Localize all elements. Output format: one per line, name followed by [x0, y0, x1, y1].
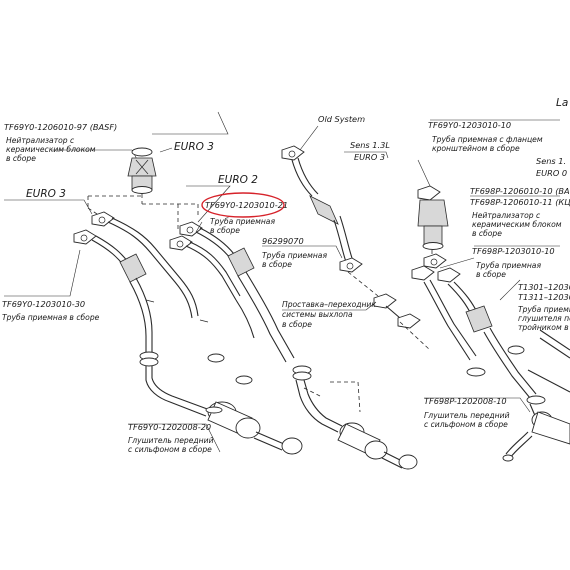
muffler-desc-left-1: Глушитель передний	[128, 436, 214, 445]
t1311-cut-label: T1311–1203010	[518, 292, 570, 302]
pipe-30-code: TF69Y0-1203010-30	[2, 299, 85, 309]
cat-desc-right-1: Нейтрализатор с	[472, 211, 541, 220]
dashed-connectors-left	[87, 194, 199, 230]
pipe-21-desc-2: в сборе	[210, 226, 240, 235]
euro3-sens-label: EURO 3	[354, 152, 385, 162]
pipe-698-assembly	[411, 265, 570, 462]
cat-code-right-2: TF698P-1206010-11 (КЦ	[470, 197, 570, 207]
euro3-top-leader	[159, 147, 173, 153]
pipe-96299070-desc-1: Труба приемная	[262, 251, 327, 260]
euro3-top-label: EURO 3	[174, 141, 214, 153]
pipe-96299070-code: 96299070	[262, 236, 304, 246]
pipe-21-assembly	[169, 221, 418, 470]
cat-code-right-1: TF698P-1206010-10 (BA	[470, 186, 570, 196]
pipe-10-desc-1: Труба приемная с фланцем	[432, 135, 543, 144]
euro0-cut-label: EURO 0	[536, 168, 567, 178]
euro3-left-label: EURO 3	[26, 188, 66, 200]
pipe-96299070-desc-2: в сборе	[262, 260, 292, 269]
left-hangers	[205, 353, 321, 414]
sens-cut-label: Sens 1.	[536, 156, 566, 166]
muffler-code-left: TF69Y0-1202008-20	[128, 422, 211, 432]
pipe-10-desc-2: кронштейном в сборе	[432, 144, 520, 153]
euro2-label: EURO 2	[218, 174, 258, 186]
muffler-desc-left-2: с сильфоном в сборе	[128, 445, 212, 454]
pipe-21-desc-1: Труба приемная	[210, 217, 275, 226]
pipe-30-desc: Труба приемная в сборе	[2, 313, 100, 322]
pipe-698-desc-1: Труба приемная	[476, 261, 541, 270]
muffler-code-right: TF698P-1202008-10	[424, 396, 507, 406]
spacer-desc-3: в сборе	[282, 320, 312, 329]
pipe-21-code: TF69Y0-1203010-21	[205, 200, 288, 210]
catalyst-right	[417, 159, 449, 269]
pipe-698-code: TF698P-1203010-10	[472, 246, 555, 256]
muffler-desc-right-2: с сильфоном в сборе	[424, 420, 508, 429]
t1301-cut-label: T1301–1203010	[518, 282, 570, 292]
t-desc-3: тройником в	[518, 323, 569, 332]
cat-desc-right-3: в сборе	[472, 229, 502, 238]
dashed-connectors-center	[330, 271, 431, 413]
cat-desc-left-1: Нейтрализатор с	[6, 136, 75, 145]
t-desc-1: Труба приемна	[518, 305, 570, 314]
cat-code-left: TF69Y0-1206010-97 (BASF)	[4, 122, 117, 132]
old-system-label: Old System	[318, 114, 365, 124]
muffler-desc-right-1: Глушитель передний	[424, 411, 510, 420]
pipe-96299070-assembly	[281, 125, 421, 329]
sens-13l-label: Sens 1.3L	[350, 140, 390, 150]
spacer-desc-2: системы выхлопа	[282, 310, 353, 319]
pipe-10-code-right: TF69Y0-1203010-10	[428, 120, 511, 130]
highlight-oval	[201, 192, 285, 218]
cat-desc-right-2: керамическим блоком	[472, 220, 562, 229]
spacer-desc-1: Проставка–переходник	[282, 300, 376, 309]
catalyst-left	[52, 147, 157, 194]
cat-desc-left-3: в сборе	[6, 154, 36, 163]
leader-lines	[4, 111, 560, 453]
t-desc-2: глушителя пе	[518, 314, 570, 323]
la-cut-label: La	[556, 97, 568, 109]
pipe-698-desc-2: в сборе	[476, 270, 506, 279]
pipe-30-assembly	[73, 211, 303, 455]
cat-desc-left-2: керамическим блоком	[6, 145, 96, 154]
